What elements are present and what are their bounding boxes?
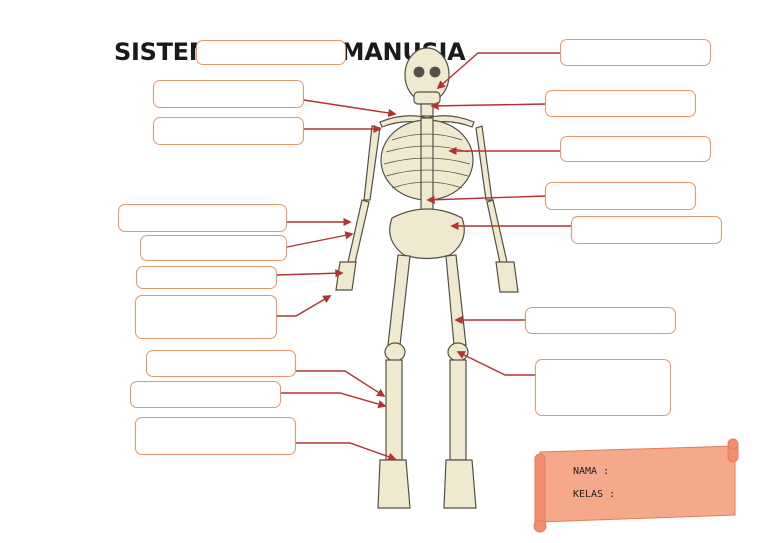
label-box-left-7[interactable] (146, 350, 296, 377)
label-box-right-2[interactable] (545, 90, 696, 117)
arrow-fingers (277, 295, 332, 317)
arrow-shin (296, 370, 386, 397)
arrow-ankle (296, 442, 397, 461)
foot-right (443, 459, 477, 509)
label-box-right-7[interactable] (535, 359, 671, 416)
label-box-right-4[interactable] (545, 182, 696, 210)
label-box-left-3[interactable] (118, 204, 287, 232)
class-label: KELAS : (573, 489, 616, 500)
arrow-forearm (286, 231, 354, 248)
label-box-title-overlay[interactable] (196, 40, 346, 65)
label-box-left-5[interactable] (136, 266, 277, 289)
label-box-right-1[interactable] (560, 39, 711, 66)
arrow-wrist (276, 269, 344, 278)
label-box-left-8[interactable] (130, 381, 281, 408)
label-box-left-2[interactable] (153, 117, 304, 145)
label-box-right-5[interactable] (571, 216, 722, 244)
label-box-left-1[interactable] (153, 80, 304, 108)
hand-right (495, 261, 519, 293)
pelvis (389, 208, 465, 260)
label-box-left-6[interactable] (135, 295, 277, 339)
hand-left (335, 261, 357, 291)
foot-left (377, 459, 411, 509)
arrow-fibula (281, 392, 387, 409)
label-box-left-9[interactable] (135, 417, 296, 455)
name-label: NAMA : (573, 466, 610, 477)
arrow-patella (456, 351, 535, 376)
label-box-left-4[interactable] (140, 235, 287, 261)
arrow-clavicle (303, 99, 397, 118)
arrow-spine (426, 195, 546, 204)
arrow-neck (430, 101, 546, 111)
label-box-right-3[interactable] (560, 136, 711, 162)
label-box-right-6[interactable] (525, 307, 676, 334)
arrow-skull (436, 52, 560, 90)
